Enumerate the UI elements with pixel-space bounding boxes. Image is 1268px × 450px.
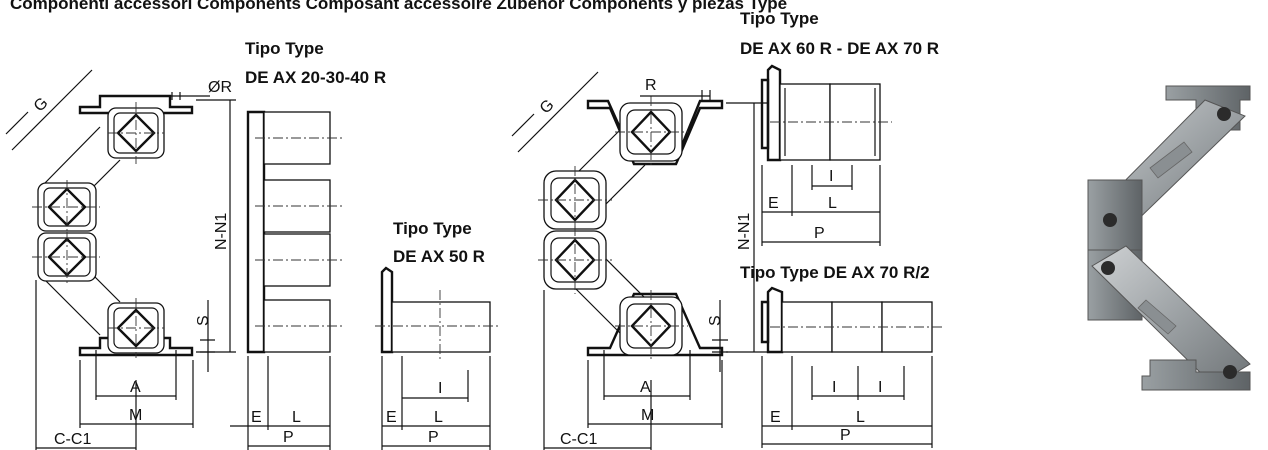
- title-50-b: DE AX 50 R: [393, 247, 485, 266]
- title-20-30-40-a: Tipo Type: [245, 39, 324, 58]
- dim-l-6: L: [856, 409, 865, 426]
- dim-i-5: I: [829, 168, 833, 185]
- title-60-70-b: DE AX 60 R - DE AX 70 R: [740, 39, 939, 58]
- front-view-60-70: [511, 71, 768, 450]
- dim-g-1: G: [31, 94, 52, 115]
- dim-r: R: [645, 77, 657, 94]
- side-view-50: [375, 266, 500, 450]
- front-view-20-30-40: [5, 69, 236, 450]
- dim-r-dia: ØR: [208, 79, 232, 96]
- dim-e-2: E: [251, 409, 262, 426]
- dim-e-6: E: [770, 409, 781, 426]
- dim-p-2: P: [283, 429, 294, 446]
- hinge-photo: [1087, 85, 1251, 391]
- title-20-30-40-b: DE AX 20-30-40 R: [245, 68, 386, 87]
- dim-e-3: E: [386, 409, 397, 426]
- dim-n-n1-1: N-N1: [213, 213, 230, 250]
- dim-e-5: E: [768, 195, 779, 212]
- title-70-2: Tipo Type DE AX 70 R/2: [740, 263, 930, 282]
- side-view-20-30-40: [230, 110, 345, 450]
- dim-g-4: G: [537, 96, 558, 117]
- dim-a-1: A: [130, 379, 141, 396]
- dim-i-3: I: [438, 380, 442, 397]
- dim-i-6a: I: [832, 379, 836, 396]
- dim-s-4: S: [707, 315, 724, 326]
- side-view-60-70: [760, 64, 892, 246]
- dim-i-6b: I: [878, 379, 882, 396]
- dim-p-3: P: [428, 429, 439, 446]
- header-cut-text: Componenti accessori Components Composan…: [10, 0, 787, 13]
- dim-a-4: A: [640, 379, 651, 396]
- dim-p-5: P: [814, 225, 825, 242]
- dim-m-1: M: [129, 407, 142, 424]
- title-60-70-a: Tipo Type: [740, 9, 819, 28]
- dim-l-3: L: [434, 409, 443, 426]
- title-50-a: Tipo Type: [393, 219, 472, 238]
- dim-c-c1-1: C-C1: [54, 431, 91, 448]
- dim-l-5: L: [828, 195, 837, 212]
- dim-m-4: M: [641, 407, 654, 424]
- side-view-70-2: [760, 286, 942, 448]
- dim-c-c1-4: C-C1: [560, 431, 597, 448]
- dim-l-2: L: [292, 409, 301, 426]
- dim-p-6: P: [840, 427, 851, 444]
- dim-s-1: S: [195, 315, 212, 326]
- dim-n-n1-4: N-N1: [736, 213, 753, 250]
